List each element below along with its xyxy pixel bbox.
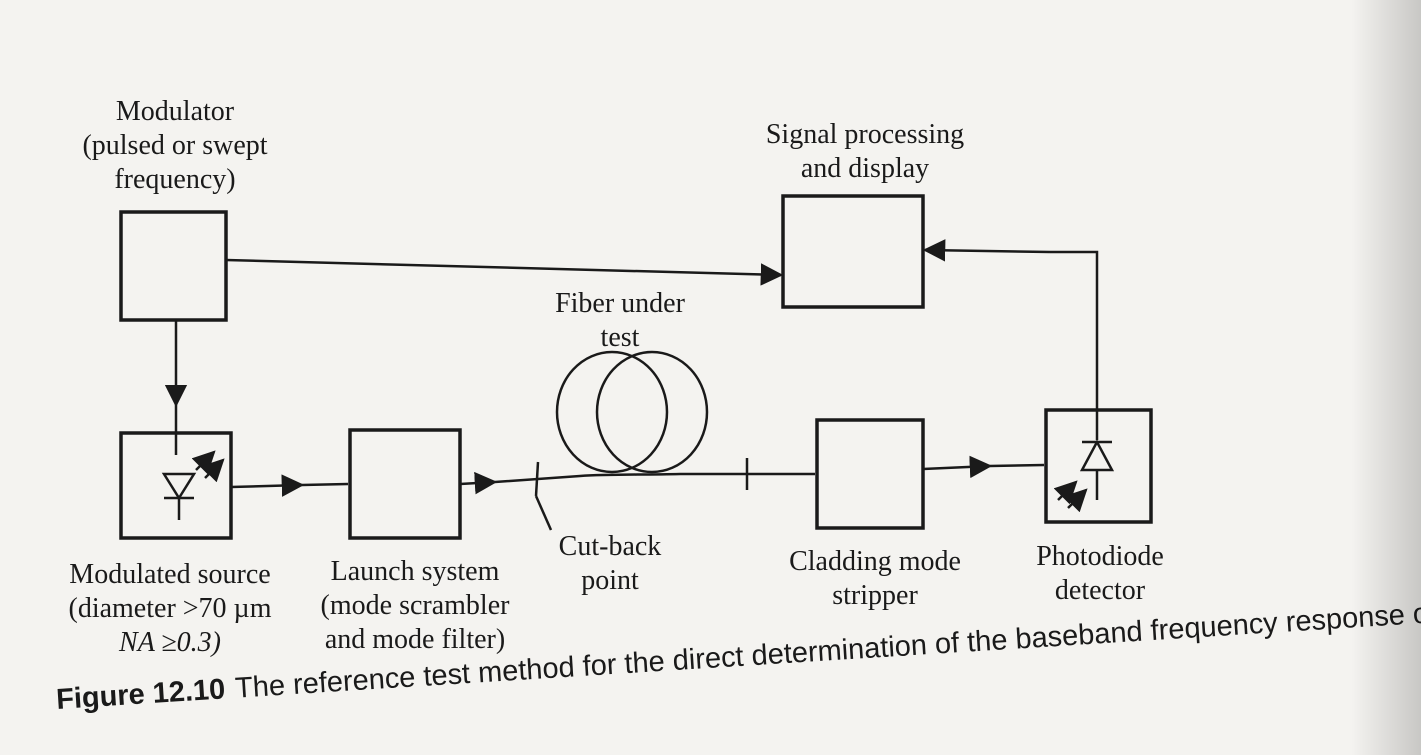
photodiode-icon bbox=[1053, 410, 1115, 513]
launch-to-fiber-arrow bbox=[459, 471, 498, 495]
modulated-source-label: Modulated source (diameter >70 µm NA ≥0.… bbox=[40, 558, 300, 660]
modulator-label: Modulator (pulsed or swept frequency) bbox=[50, 95, 300, 197]
page-edge-shadow bbox=[1351, 0, 1421, 755]
cut-back-label-line-1: Cut-back bbox=[558, 531, 662, 562]
signal-processing-block bbox=[781, 194, 925, 309]
cut-back-tick bbox=[534, 461, 540, 497]
modulator-block bbox=[119, 210, 228, 322]
cladding-stripper-label-line-2: stripper bbox=[832, 580, 918, 611]
modulated-source-label-line-3: NA ≥0.3) bbox=[119, 627, 221, 658]
fiber-coil-icon bbox=[555, 350, 709, 474]
fiber-line bbox=[494, 472, 815, 484]
launch-system-label-line-2: (mode scrambler bbox=[320, 590, 510, 621]
modulated-source-label-line-1: Modulated source bbox=[69, 559, 271, 590]
source-to-launch-line bbox=[301, 482, 349, 487]
modulator-label-line-3: frequency) bbox=[114, 164, 236, 195]
signal-processing-label-line-1: Signal processing bbox=[765, 119, 965, 150]
source-to-launch-arrow bbox=[230, 474, 305, 497]
detector-to-display-arrow bbox=[922, 239, 1051, 262]
detector-to-display-line bbox=[1050, 250, 1099, 410]
figure-number: Figure 12.10 bbox=[55, 673, 227, 716]
launch-system-block bbox=[348, 428, 462, 540]
cladding-stripper-block bbox=[815, 418, 925, 530]
stripper-to-detector-line bbox=[989, 463, 1045, 468]
launch-system-label: Launch system (mode scrambler and mode f… bbox=[290, 555, 540, 657]
modulator-label-line-2: (pulsed or swept bbox=[82, 130, 268, 161]
photodiode-label-line-2: detector bbox=[1054, 575, 1146, 606]
modulator-to-display-arrow bbox=[225, 258, 784, 286]
fiber-under-test-label: Fiber under test bbox=[520, 287, 720, 355]
led-icon bbox=[161, 450, 225, 520]
signal-processing-label: Signal processing and display bbox=[735, 118, 995, 186]
cut-back-label-line-2: point bbox=[581, 565, 639, 596]
fiber-label-line-2: test bbox=[600, 322, 640, 353]
stripper-to-detector-arrow bbox=[922, 455, 993, 479]
cladding-stripper-label: Cladding mode stripper bbox=[765, 545, 985, 613]
signal-processing-label-line-2: and display bbox=[800, 153, 930, 184]
modulated-source-label-line-2: (diameter >70 µm bbox=[68, 593, 272, 624]
cut-back-leader bbox=[534, 495, 553, 531]
photodiode-label-line-1: Photodiode bbox=[1036, 541, 1164, 572]
fiber-label-line-1: Fiber under bbox=[555, 288, 685, 319]
photodiode-label: Photodiode detector bbox=[1010, 540, 1190, 608]
cladding-stripper-label-line-1: Cladding mode bbox=[789, 546, 961, 577]
photodiode-detector-block bbox=[1044, 408, 1153, 524]
modulator-label-line-1: Modulator bbox=[115, 96, 235, 127]
launch-system-label-line-3: and mode filter) bbox=[324, 624, 506, 655]
cut-back-point-label: Cut-back point bbox=[530, 530, 690, 598]
launch-system-label-line-1: Launch system bbox=[330, 556, 500, 587]
